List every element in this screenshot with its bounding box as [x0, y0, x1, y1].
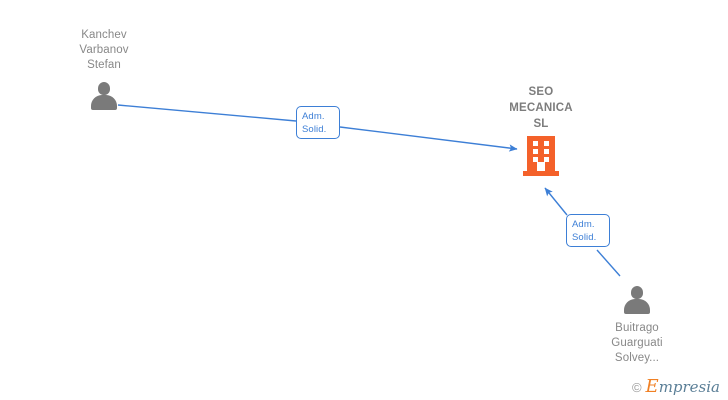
node-label-company-seo-mecanica: SEO MECANICA SL [509, 86, 573, 130]
brand-wordmark: Empresia [645, 376, 720, 397]
node-label-person-buitrago: Buitrago Guarguati Solvey... [611, 322, 663, 364]
brand-rest: mpresia [658, 378, 720, 396]
copyright-icon: © [631, 379, 642, 395]
person-icon-body [624, 299, 650, 314]
building-icon[interactable] [523, 136, 559, 176]
node-label-person-kanchev: Kanchev Varbanov Stefan [79, 29, 129, 71]
node-person-kanchev[interactable]: Kanchev Varbanov Stefan [34, 28, 174, 111]
building-icon-window [544, 149, 549, 154]
person-icon-body [91, 95, 117, 110]
edge-label-buitrago-to-company[interactable]: Adm. Solid. [566, 214, 610, 247]
edge-line-buitrago-to-company-2 [544, 187, 568, 216]
building-icon-door [537, 162, 545, 171]
building-icon-window [544, 141, 549, 146]
building-icon-window [533, 157, 538, 162]
person-icon[interactable] [622, 285, 652, 315]
edge-line-buitrago-to-company [596, 249, 621, 277]
watermark-empresia: © Empresia [631, 376, 720, 397]
node-person-buitrago[interactable]: Buitrago Guarguati Solvey... [567, 285, 707, 366]
edge-label-kanchev-to-company[interactable]: Adm. Solid. [296, 106, 340, 139]
person-icon-head [98, 82, 110, 95]
building-icon-base [523, 171, 559, 176]
brand-initial: E [645, 376, 659, 397]
person-icon-head [631, 286, 643, 299]
building-icon-window [544, 157, 549, 162]
person-icon[interactable] [89, 81, 119, 111]
building-icon-window [533, 149, 538, 154]
node-company-seo-mecanica[interactable]: SEO MECANICA SL [471, 84, 611, 176]
building-icon-window [533, 141, 538, 146]
